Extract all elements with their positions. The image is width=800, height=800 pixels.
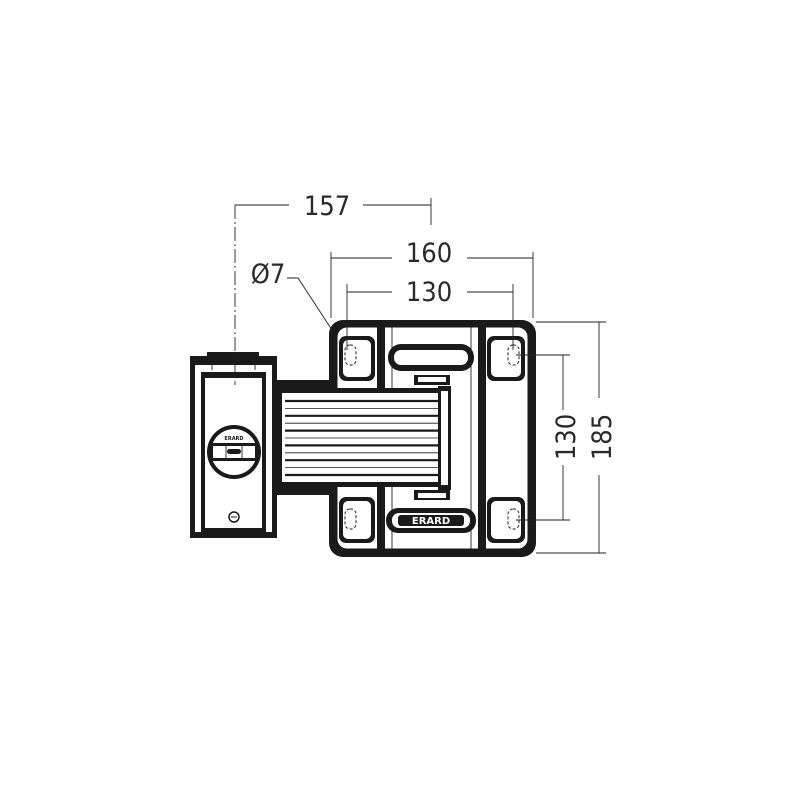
dimension-185-label: 185 — [587, 414, 618, 460]
dimension-130-vertical: 130 — [516, 354, 582, 521]
arm-ribs — [285, 399, 438, 477]
dimension-160: 160 — [330, 238, 534, 318]
plate-clamp — [414, 375, 450, 500]
mounting-hole-top-left — [339, 336, 375, 381]
plate-logo: ERARD — [412, 516, 450, 527]
dimension-185: 185 — [536, 321, 618, 554]
dimension-157-label: 157 — [304, 191, 350, 222]
dimension-160-label: 160 — [406, 238, 452, 269]
dimension-130-vertical-label: 130 — [551, 414, 582, 460]
tv-bracket: ERARD — [190, 352, 277, 538]
dimension-hole-diameter: Ø7 — [251, 259, 333, 331]
plate-logo-badge: ERARD — [386, 508, 476, 533]
arm — [262, 380, 451, 495]
mounting-hole-bottom-left — [339, 497, 375, 543]
screw-icon — [228, 511, 240, 523]
dimension-hole-diameter-label: Ø7 — [251, 259, 286, 290]
bubble-level-icon: ERARD — [207, 425, 261, 479]
top-slot — [388, 344, 474, 371]
mounting-hole-bottom-right — [487, 497, 525, 543]
bracket-logo: ERARD — [224, 436, 243, 442]
mounting-hole-top-right — [487, 336, 525, 381]
dimension-157: 157 — [234, 191, 432, 385]
dimension-130-horizontal: 130 — [346, 277, 514, 350]
dimension-130-horizontal-label: 130 — [406, 277, 452, 308]
